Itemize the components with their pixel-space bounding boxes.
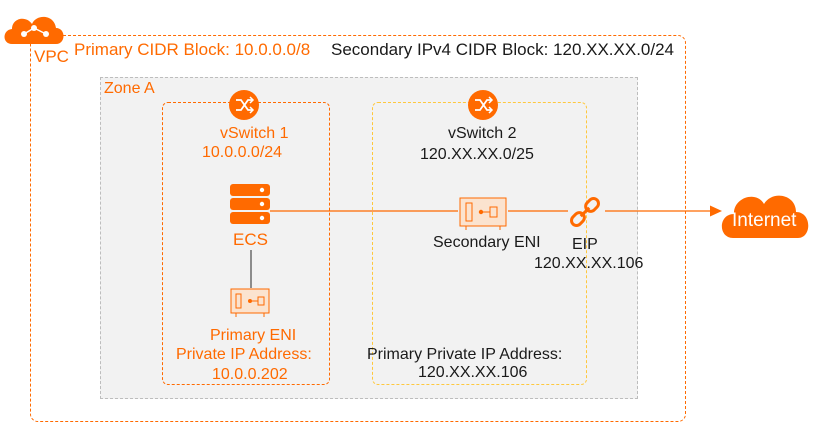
secondary-cidr-label: Secondary IPv4 CIDR Block: 120.XX.XX.0/2… [331, 40, 675, 59]
ecs-server-icon [230, 184, 270, 224]
vpc-boundary [30, 35, 686, 422]
internet-label: Internet [732, 210, 797, 231]
secondary-eni-ip-value: 120.XX.XX.106 [418, 364, 528, 381]
vswitch1-cidr: 10.0.0.0/24 [202, 144, 283, 161]
secondary-eni-ip-label: Primary Private IP Address: [367, 346, 563, 363]
eip-label: EIP [572, 236, 598, 253]
zone-a [100, 77, 638, 399]
internet-cloud-icon [721, 195, 809, 238]
arrow-head-icon [710, 205, 722, 217]
secondary-eni-label: Secondary ENI [433, 234, 541, 251]
vswitch2-name: vSwitch 2 [448, 125, 517, 142]
vswitch2-icon [468, 90, 498, 120]
primary-eni-ip-value: 10.0.0.202 [212, 366, 288, 383]
primary-cidr-label: Primary CIDR Block: 10.0.0.0/8 [74, 40, 311, 59]
primary-eni-label: Primary ENI [210, 327, 297, 344]
vswitch1-name: vSwitch 1 [220, 125, 289, 142]
zone-label: Zone A [104, 80, 155, 97]
ecs-label: ECS [233, 230, 268, 249]
primary-eni-icon [230, 288, 270, 317]
primary-eni-ip-label: Private IP Address: [176, 346, 312, 363]
vpc-cloud-icon [4, 16, 64, 44]
eip-ip: 120.XX.XX.106 [534, 255, 644, 272]
vpc-label: VPC [34, 47, 69, 66]
vswitch2-cidr: 120.XX.XX.0/25 [420, 146, 534, 163]
secondary-eni-icon [459, 197, 507, 230]
vswitch1-icon [229, 90, 259, 120]
eip-link-icon [570, 197, 600, 227]
